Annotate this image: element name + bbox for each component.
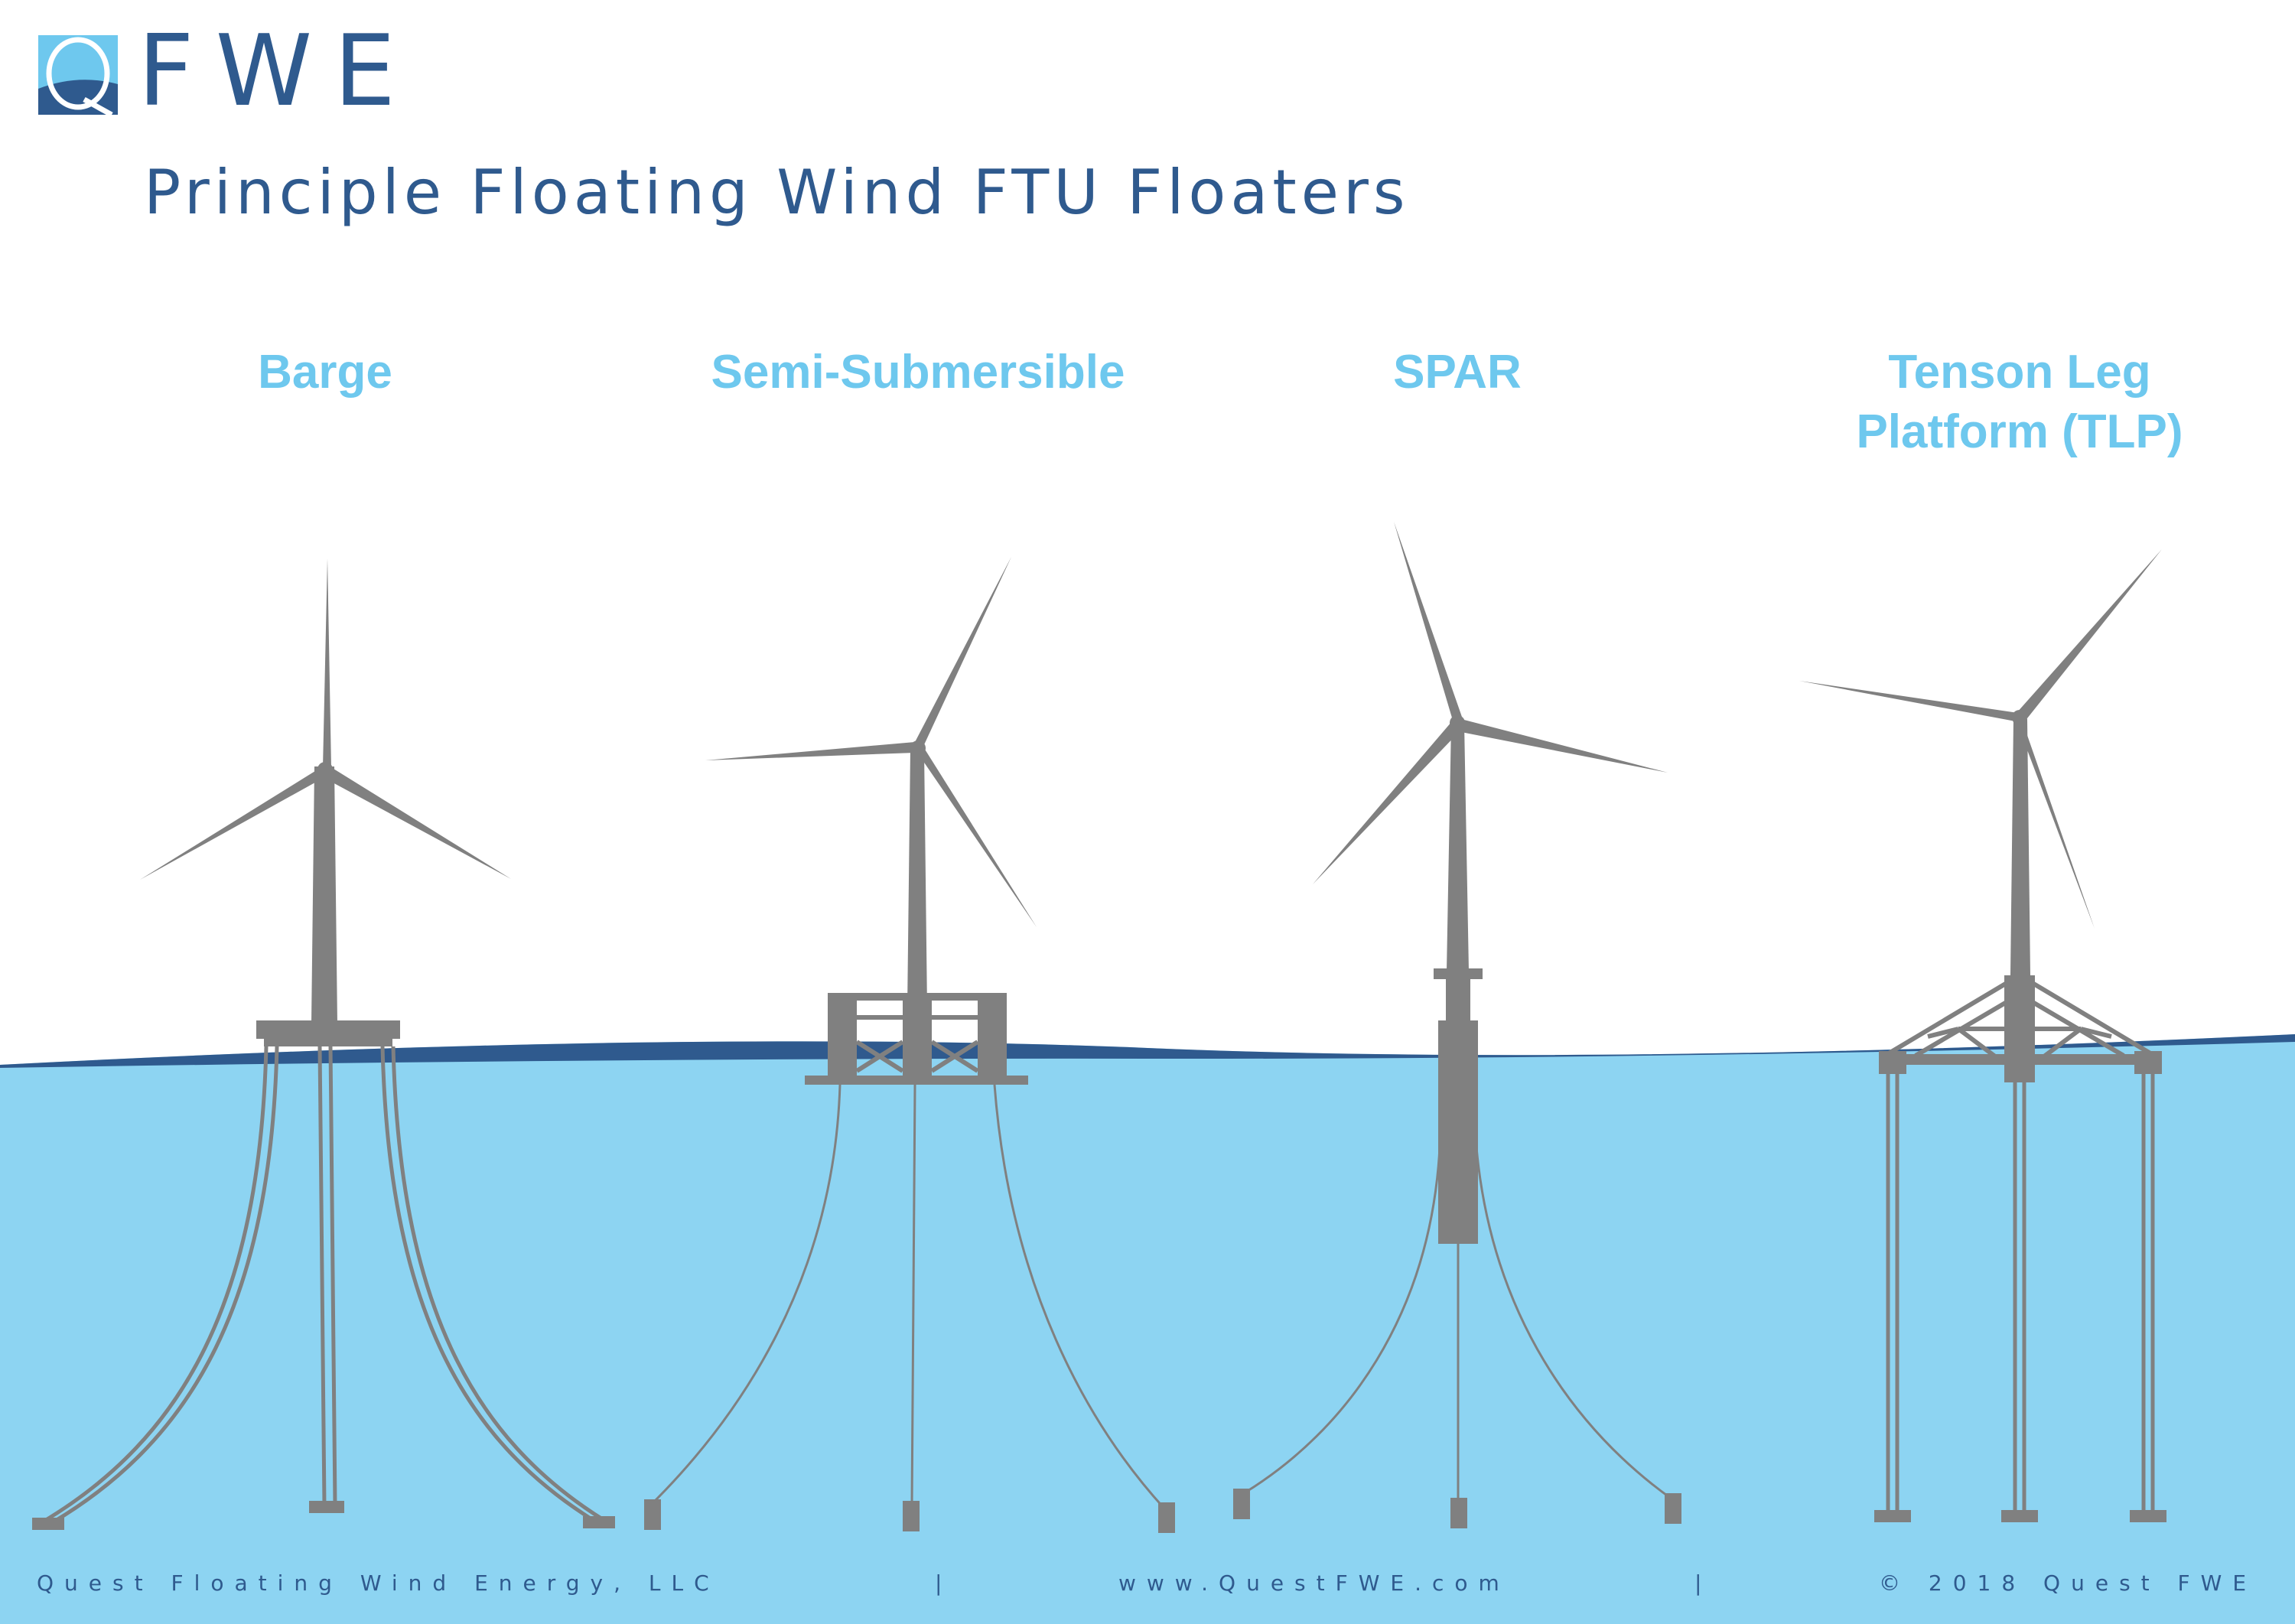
semi-bracing [855, 1040, 979, 1073]
semi-column-center [903, 993, 932, 1079]
label-tlp: Tenson Leg Platform (TLP) [1813, 343, 2226, 462]
barge-tower [311, 766, 337, 1024]
barge-hub [317, 762, 333, 777]
semi-mooring-right [993, 1084, 1166, 1510]
spar-anchor-right [1665, 1493, 1681, 1524]
tlp-anchor-left [1874, 1510, 1911, 1522]
spar-hull [1438, 1020, 1478, 1244]
barge-platform [256, 1020, 400, 1039]
semi-blade-left [705, 742, 915, 760]
barge-blade-up [323, 558, 331, 768]
tlp-anchor-right [2130, 1510, 2166, 1522]
spar-anchor-center [1450, 1498, 1467, 1528]
tlp-column-left [1879, 1051, 1906, 1074]
tlp-tendon-center [2013, 1082, 2026, 1513]
quest-fwe-logo [38, 35, 118, 115]
semi-column-left [828, 993, 857, 1079]
footer-copyright: © 2018 Quest FWE [1879, 1570, 2258, 1596]
label-tlp-line-2: Platform (TLP) [1856, 405, 2183, 458]
sea-water [0, 1034, 2295, 1624]
barge-anchor-right [583, 1516, 615, 1528]
footer-separator-2: | [1694, 1570, 1713, 1596]
semi-pontoon [805, 1076, 1028, 1085]
tlp-blade-up [2017, 549, 2162, 722]
spar-anchor-left [1233, 1489, 1250, 1519]
spar-upper-hull [1446, 979, 1470, 1020]
spar-blade-right [1457, 719, 1668, 773]
semi-blade-right [918, 748, 1037, 927]
spar-turbine [1233, 522, 1681, 1528]
barge-blade-left [140, 767, 327, 880]
semi-mooring-center [910, 1084, 916, 1506]
spar-mooring-right [1475, 1147, 1673, 1501]
logo-wordmark: FWE [138, 15, 418, 129]
tlp-tendon-left [1886, 1074, 1899, 1513]
semi-blade-up [914, 557, 1011, 750]
semi-top-deck [828, 993, 1007, 1001]
page-title: Principle Floating Wind FTU Floaters [144, 157, 1410, 228]
tlp-blade-right [2015, 718, 2095, 929]
label-semi-submersible: Semi-Submersible [711, 346, 1125, 399]
spar-tower [1447, 723, 1469, 971]
waterline-band [0, 1034, 2295, 1068]
semi-sub-turbine [644, 557, 1175, 1533]
barge-mooring-right [380, 1046, 598, 1525]
semi-tower [907, 750, 927, 1010]
spar-hub [1450, 715, 1465, 731]
barge-mooring-center [317, 1046, 327, 1506]
tlp-pontoon [1879, 1054, 2162, 1065]
spar-blade-up [1394, 522, 1463, 723]
label-tlp-line-1: Tenson Leg [1888, 346, 2151, 399]
semi-anchor-left [644, 1499, 661, 1530]
semi-column-right [978, 993, 1007, 1079]
spar-flange [1434, 968, 1483, 979]
semi-anchor-center [903, 1501, 920, 1531]
barge-anchor-center [309, 1501, 344, 1513]
tlp-hub [2012, 710, 2027, 725]
barge-mooring-left [41, 1046, 269, 1525]
tlp-tendon-right [2141, 1074, 2155, 1513]
barge-anchor-left [32, 1518, 64, 1530]
footer-website[interactable]: www.QuestFWE.com [1118, 1570, 1510, 1596]
label-spar: SPAR [1393, 346, 1522, 399]
semi-mooring-left [647, 1084, 842, 1508]
barge-turbine [32, 558, 615, 1530]
barge-hull [264, 1037, 392, 1046]
tlp-turbine [1799, 549, 2166, 1522]
label-barge: Barge [258, 346, 392, 399]
barge-blade-right [323, 765, 511, 879]
tlp-truss [1883, 972, 2156, 1066]
footer-company: Quest Floating Wind Energy, LLC [37, 1570, 720, 1596]
semi-hub [910, 740, 926, 756]
tlp-blade-left [1799, 681, 2020, 722]
footer-separator-1: | [935, 1570, 953, 1596]
spar-mooring-left [1243, 1147, 1441, 1495]
tlp-anchor-center [2001, 1510, 2038, 1522]
spar-blade-left [1313, 721, 1460, 884]
semi-anchor-right [1158, 1502, 1175, 1533]
tlp-column-right [2134, 1051, 2162, 1074]
tlp-tower [2010, 719, 2030, 975]
